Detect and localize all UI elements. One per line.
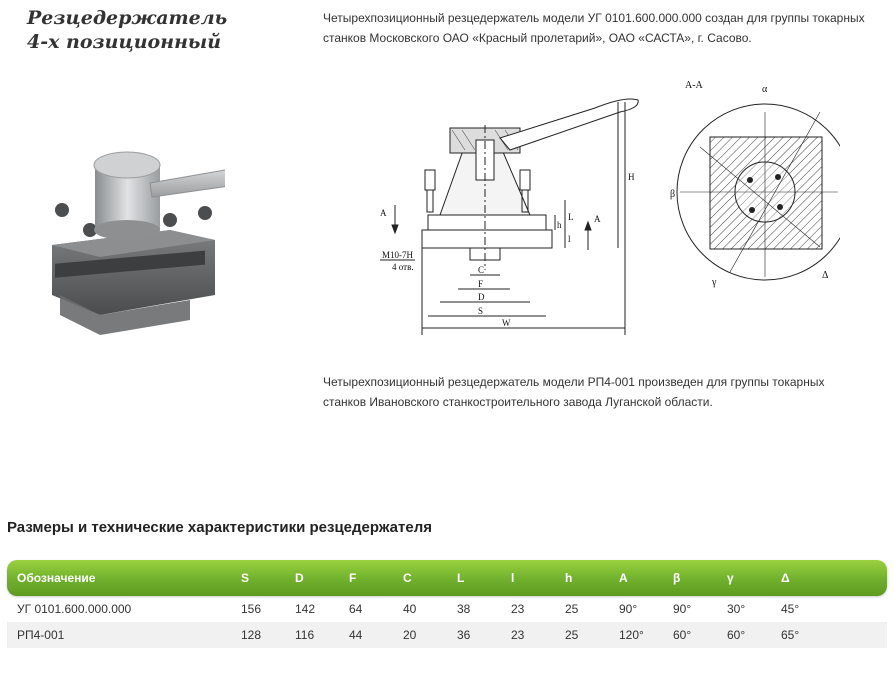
- dim-c: C: [478, 265, 484, 275]
- cell-delta: 65°: [781, 628, 800, 642]
- label-thread: M10-7H: [382, 250, 413, 260]
- cell-c: 40: [403, 602, 417, 616]
- cell-f: 64: [349, 602, 363, 616]
- description-rp4: Четырехпозиционный резцедержатель модели…: [323, 375, 825, 409]
- header-l-lower: l: [511, 571, 515, 585]
- cell-beta: 60°: [673, 628, 692, 642]
- table-row: УГ 0101.600.000.000 156 142 64 40 38 23 …: [7, 596, 887, 622]
- cell-a: 120°: [619, 628, 644, 642]
- cell-s: 156: [241, 602, 262, 616]
- cell-a: 90°: [619, 602, 638, 616]
- cell-l-lower: 23: [511, 602, 525, 616]
- dim-d: D: [478, 292, 485, 302]
- dim-s: S: [478, 306, 483, 316]
- table-row: РП4-001 128 116 44 20 36 23 25 120° 60° …: [7, 622, 887, 648]
- toolholder-drawing: A A M10-7H 4 отв. H L h l C F D S W: [380, 98, 639, 335]
- cell-h: 25: [565, 602, 579, 616]
- header-s: S: [241, 571, 250, 585]
- dim-l-lower: l: [568, 234, 571, 244]
- cell-h: 25: [565, 628, 579, 642]
- header-h: h: [565, 571, 573, 585]
- dim-w: W: [502, 318, 511, 328]
- header-beta: β: [673, 571, 681, 585]
- header-c: C: [403, 571, 412, 585]
- label-a-left: A: [380, 208, 387, 218]
- label-a-right: A: [594, 214, 601, 224]
- description-ug: Четырехпозиционный резцедержатель модели…: [323, 11, 865, 45]
- toolholder-photo: [52, 151, 225, 335]
- title-line-2: 4-х позиционный: [27, 31, 222, 53]
- specs-heading: Размеры и технические характеристики рез…: [7, 519, 432, 536]
- label-beta: β: [670, 189, 675, 200]
- dim-h-small: h: [557, 220, 562, 230]
- cell-f: 44: [349, 628, 363, 642]
- header-d: D: [295, 571, 304, 585]
- header-designation: Обозначение: [17, 571, 96, 585]
- label-alpha: α: [762, 84, 768, 95]
- label-section-aa: A-A: [685, 80, 704, 91]
- cell-s: 128: [241, 628, 262, 642]
- cell-d: 116: [295, 628, 315, 642]
- header-l-upper: L: [457, 571, 465, 585]
- title-line-1: Резцедержатель: [27, 7, 228, 29]
- table-header: Обозначение S D F C L l h A β γ Δ: [7, 560, 887, 596]
- section-aa-drawing: A-A α β γ Δ: [670, 80, 840, 288]
- cell-designation: УГ 0101.600.000.000: [17, 602, 132, 616]
- cell-l-upper: 36: [457, 628, 471, 642]
- cell-d: 142: [295, 602, 316, 616]
- specs-table: Обозначение S D F C L l h A β γ Δ УГ 010…: [7, 560, 887, 648]
- cell-beta: 90°: [673, 602, 692, 616]
- header-gamma: γ: [727, 571, 734, 585]
- label-delta: Δ: [822, 270, 829, 281]
- label-gamma: γ: [711, 277, 717, 288]
- header-a: A: [619, 571, 628, 585]
- cell-l-lower: 23: [511, 628, 525, 642]
- header-delta: Δ: [781, 571, 790, 585]
- cell-c: 20: [403, 628, 417, 642]
- dim-l-upper: L: [568, 212, 574, 222]
- cell-l-upper: 38: [457, 602, 471, 616]
- page-title: Резцедержатель 4-х позиционный: [27, 6, 227, 54]
- label-holes: 4 отв.: [392, 262, 414, 272]
- cell-gamma: 60°: [727, 628, 746, 642]
- cell-designation: РП4-001: [17, 628, 65, 642]
- cell-delta: 45°: [781, 602, 800, 616]
- cell-gamma: 30°: [727, 602, 746, 616]
- dim-f: F: [478, 279, 483, 289]
- dim-h-total: H: [628, 172, 635, 182]
- header-f: F: [349, 571, 357, 585]
